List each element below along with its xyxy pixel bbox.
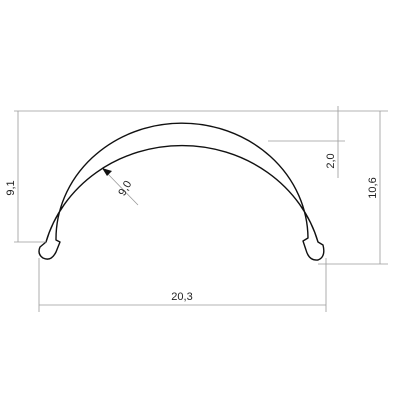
dimension-lines [17,106,381,306]
total-height-label: 10,6 [367,177,379,198]
wall-thickness-label: 2,0 [325,153,337,168]
extension-lines [14,110,388,312]
inner-radius-label: 9,0 [116,179,134,198]
radius-leader-line [105,171,139,206]
outer-height-label: 9,1 [5,180,17,195]
profile-outline [38,122,325,261]
radius-arrow-head [102,168,112,176]
profile-shape [38,122,325,261]
width-label: 20,3 [171,291,192,303]
